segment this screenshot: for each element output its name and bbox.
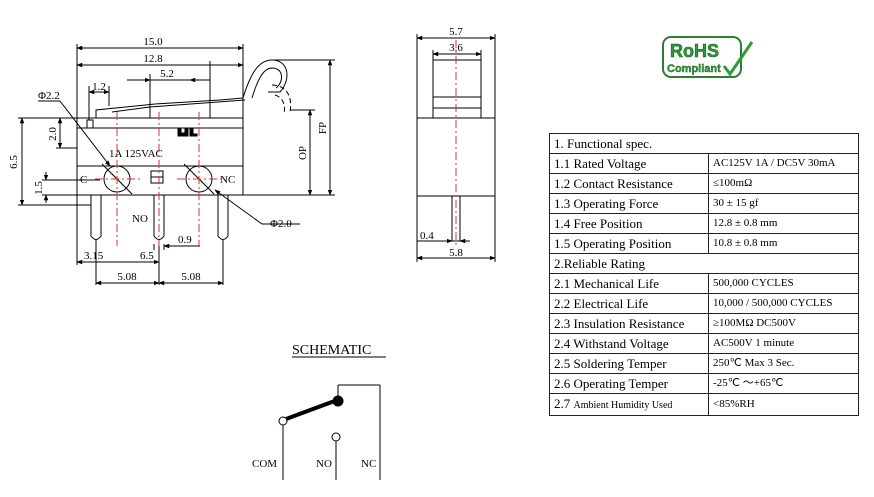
- spec-label: 2.2 Electrical Life: [549, 293, 709, 314]
- table-row: 1.5 Operating Position 10.8 ± 0.8 mm: [549, 233, 859, 254]
- spec-value: 250℃ Max 3 Sec.: [708, 353, 859, 374]
- schematic-title: SCHEMATIC: [292, 343, 371, 358]
- dim-pin-gap: 0.9: [178, 234, 192, 246]
- dim-pitch-right: 5.08: [181, 271, 201, 283]
- spec-label: 2.4 Withstand Voltage: [549, 333, 709, 354]
- dim-hole-dia-top: Φ2.2: [38, 90, 60, 102]
- schematic-diagram: [278, 384, 381, 480]
- dim-hinge-offset: 5.2: [160, 68, 174, 80]
- spec-label: 1.5 Operating Position: [549, 233, 709, 254]
- table-row: 2.6 Operating Temper -25℃ ～+65℃: [549, 373, 859, 394]
- spec-value: 10.8 ± 0.8 mm: [708, 233, 859, 254]
- table-row: 1.2 Contact Resistance ≤100mΩ: [549, 173, 859, 194]
- dim-side-pin-thickness: 0.4: [420, 230, 434, 242]
- dim-hole-dia-bottom: Φ2.0: [270, 218, 292, 230]
- table-row: 2.2 Electrical Life 10,000 / 500,000 CYC…: [549, 293, 859, 314]
- spec-label: 2.1 Mechanical Life: [549, 273, 709, 294]
- spec-label: 1.3 Operating Force: [549, 193, 709, 214]
- dim-fp-label: FP: [317, 122, 329, 134]
- dim-height-lower: 1.5: [33, 181, 45, 195]
- spec-label: 1.2 Contact Resistance: [549, 173, 709, 194]
- svg-text:Compliant: Compliant: [667, 63, 721, 75]
- dim-height-upper: 2.0: [47, 127, 59, 141]
- terminal-nc-label: NC: [220, 174, 235, 186]
- svg-text:RoHS: RoHS: [670, 41, 719, 61]
- spec-label-small: Ambient Humidity Used: [573, 400, 673, 411]
- spec-value: 500,000 CYCLES: [708, 273, 859, 294]
- spec-label: 2.7 Ambient Humidity Used: [549, 393, 709, 416]
- dim-height-total: 6.5: [8, 155, 20, 169]
- dim-overall-length: 15.0: [143, 36, 163, 48]
- dim-pin-offset-mid: 6.5: [140, 250, 154, 262]
- spec-label: 2.5 Soldering Temper: [549, 353, 709, 374]
- section-heading: 1. Functional spec.: [549, 133, 859, 154]
- schematic-no-label: NO: [316, 458, 332, 470]
- table-row: 2.4 Withstand Voltage AC500V 1 minute: [549, 333, 859, 354]
- spec-label: 1.1 Rated Voltage: [549, 153, 709, 174]
- dim-short-offset: 1.2: [92, 81, 106, 93]
- table-row: 1.4 Free Position 12.8 ± 0.8 mm: [549, 213, 859, 234]
- front-view: [18, 44, 335, 286]
- table-row: 2.1 Mechanical Life 500,000 CYCLES: [549, 273, 859, 294]
- spec-value: AC500V 1 minute: [708, 333, 859, 354]
- spec-table: 1. Functional spec. 1.1 Rated Voltage AC…: [549, 133, 859, 416]
- spec-label-number: 2.7: [554, 396, 571, 411]
- table-row: 1.1 Rated Voltage AC125V 1A / DC5V 30mA: [549, 153, 859, 174]
- table-row: 2.7 Ambient Humidity Used <85%RH: [549, 393, 859, 416]
- table-row: 2.3 Insulation Resistance ≥100MΩ DC500V: [549, 313, 859, 334]
- terminal-no-label: NO: [132, 213, 148, 225]
- terminal-c-label: C: [80, 174, 87, 186]
- spec-value: 30 ± 15 gf: [708, 193, 859, 214]
- spec-value: 10,000 / 500,000 CYCLES: [708, 293, 859, 314]
- check-icon: [722, 41, 754, 77]
- rating-mark: 1A 125VAC: [109, 148, 163, 160]
- dim-side-actuator-width: 3.6: [449, 42, 463, 54]
- table-row: 2.Reliable Rating: [549, 253, 859, 274]
- dim-lever-length: 12.8: [143, 53, 163, 65]
- dim-pitch-left: 5.08: [117, 271, 137, 283]
- spec-value: AC125V 1A / DC5V 30mA: [708, 153, 859, 174]
- table-row: 2.5 Soldering Temper 250℃ Max 3 Sec.: [549, 353, 859, 374]
- table-row: 1. Functional spec.: [549, 133, 859, 154]
- table-row: 1.3 Operating Force 30 ± 15 gf: [549, 193, 859, 214]
- spec-value: ≤100mΩ: [708, 173, 859, 194]
- schematic-nc-label: NC: [361, 458, 376, 470]
- side-view: [416, 34, 496, 262]
- spec-label: 2.3 Insulation Resistance: [549, 313, 709, 334]
- rohs-compliant-logo: RoHS Compliant: [662, 36, 754, 78]
- spec-value: ≥100MΩ DC500V: [708, 313, 859, 334]
- spec-value: <85%RH: [708, 393, 859, 416]
- spec-value: 12.8 ± 0.8 mm: [708, 213, 859, 234]
- spec-label: 1.4 Free Position: [549, 213, 709, 234]
- spec-label: 2.6 Operating Temper: [549, 373, 709, 394]
- schematic-com-label: COM: [252, 458, 277, 470]
- dim-side-base-width: 5.8: [449, 247, 463, 259]
- dim-op-label: OP: [297, 146, 309, 160]
- spec-value: -25℃ ～+65℃: [708, 373, 859, 394]
- front-centerlines: [95, 112, 221, 246]
- dim-side-overall-width: 5.7: [449, 26, 463, 38]
- dim-pin-offset-left: 3.15: [84, 250, 104, 262]
- section-heading: 2.Reliable Rating: [549, 253, 859, 274]
